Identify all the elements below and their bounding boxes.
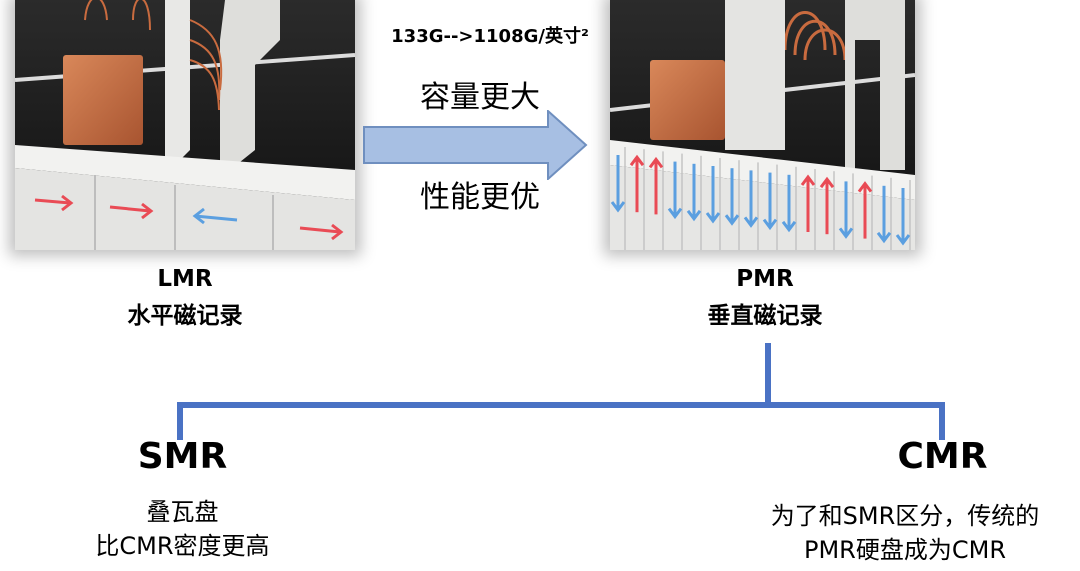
smr-desc-line1: 叠瓦盘 bbox=[146, 498, 219, 526]
pmr-illustration-graphic bbox=[610, 0, 915, 250]
lmr-red-arrow-3 bbox=[299, 223, 344, 241]
lmr-acronym: LMR bbox=[157, 266, 213, 292]
pmr-illustration bbox=[610, 0, 915, 250]
pmr-name: 垂直磁记录 bbox=[707, 303, 823, 329]
cmr-desc-line1: 为了和SMR区分，传统的 bbox=[770, 502, 1040, 530]
smr-desc-line2: 比CMR密度更高 bbox=[95, 532, 270, 560]
pmr-up-arrow bbox=[800, 174, 816, 232]
pmr-down-arrow bbox=[838, 181, 854, 239]
lmr-red-arrow-2 bbox=[109, 202, 154, 220]
pmr-up-arrow bbox=[648, 156, 664, 215]
pmr-down-arrow bbox=[876, 185, 892, 244]
lmr-illustration-graphic bbox=[15, 0, 355, 250]
lmr-illustration bbox=[15, 0, 355, 250]
pmr-down-arrow bbox=[895, 188, 911, 246]
cmr-desc-line2: PMR硬盘成为CMR bbox=[804, 536, 1006, 564]
pmr-down-arrow bbox=[743, 170, 759, 228]
pmr-up-arrow bbox=[857, 181, 873, 239]
density-label: 133G-->1108G/英寸² bbox=[391, 26, 589, 47]
pmr-up-arrow bbox=[629, 154, 645, 213]
pmr-down-arrow bbox=[667, 161, 683, 220]
pmr-down-arrow bbox=[610, 155, 626, 213]
pmr-acronym: PMR bbox=[736, 266, 794, 292]
right-arrow-icon bbox=[363, 110, 588, 180]
lmr-blue-arrow bbox=[192, 207, 238, 225]
benefit-performance-label: 性能更优 bbox=[420, 180, 540, 215]
pmr-up-arrow bbox=[819, 176, 835, 235]
lmr-red-arrow-1 bbox=[34, 194, 74, 212]
benefit-capacity-label: 容量更大 bbox=[420, 80, 540, 115]
cmr-title: CMR bbox=[897, 436, 988, 477]
lmr-name: 水平磁记录 bbox=[127, 303, 243, 329]
pmr-down-arrow bbox=[705, 166, 721, 224]
pmr-down-arrow bbox=[686, 163, 702, 222]
pmr-down-arrow bbox=[724, 168, 740, 226]
pmr-down-arrow bbox=[762, 172, 778, 231]
pmr-down-arrow bbox=[781, 174, 797, 233]
smr-title: SMR bbox=[137, 436, 228, 477]
